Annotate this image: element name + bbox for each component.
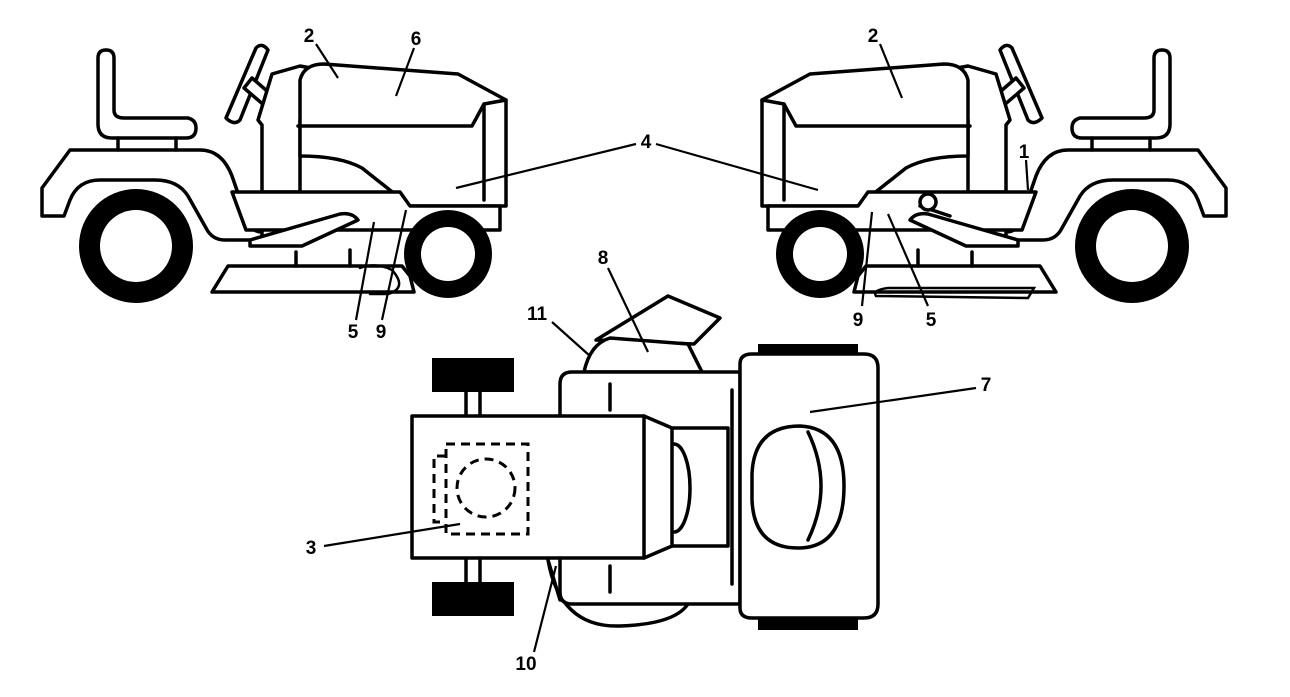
mower-deck: [210, 264, 416, 294]
hood: [298, 62, 508, 208]
callout-left-6: 6: [411, 29, 422, 50]
callout-left-5: 5: [348, 322, 359, 343]
foot-rest: [908, 211, 1020, 248]
seat: [96, 48, 198, 140]
callout-top-7: 7: [981, 375, 992, 396]
callout-right-5: 5: [926, 310, 937, 331]
front-wheel-top: [432, 358, 514, 392]
callout-right-9: 9: [853, 310, 864, 331]
callout-top-8: 8: [598, 248, 609, 269]
callout-top-11: 11: [527, 304, 548, 325]
engine-flywheel-outline: [455, 457, 517, 519]
callout-labels: 2 6 4 5 9 2 1 9 5 8 11 7 3 10: [304, 26, 1030, 675]
engine-outline: [444, 442, 530, 536]
hood: [760, 62, 970, 208]
leader-lines: [315, 43, 1030, 653]
callout-4: 4: [641, 132, 652, 153]
rear-fender: [1004, 148, 1228, 242]
tractor-top-view: [410, 294, 880, 630]
seat-top: [750, 424, 846, 550]
tractor-left-side-view: [40, 43, 508, 303]
callout-left-2: 2: [304, 26, 315, 47]
callout-left-9: 9: [376, 322, 387, 343]
callout-right-1: 1: [1019, 142, 1030, 163]
lever-knob: [918, 192, 938, 212]
rear-fender: [40, 148, 264, 242]
hood-top: [410, 414, 674, 560]
tractor-right-side-view: [760, 43, 1228, 303]
callout-right-2: 2: [868, 26, 879, 47]
deck-belt-cover: [874, 286, 1037, 300]
callout-top-3: 3: [306, 538, 317, 559]
callout-top-10: 10: [515, 654, 536, 675]
seat: [1070, 48, 1172, 140]
mower-deck: [852, 264, 1058, 294]
foot-rest: [248, 211, 360, 248]
front-wheel-bottom: [432, 582, 514, 616]
